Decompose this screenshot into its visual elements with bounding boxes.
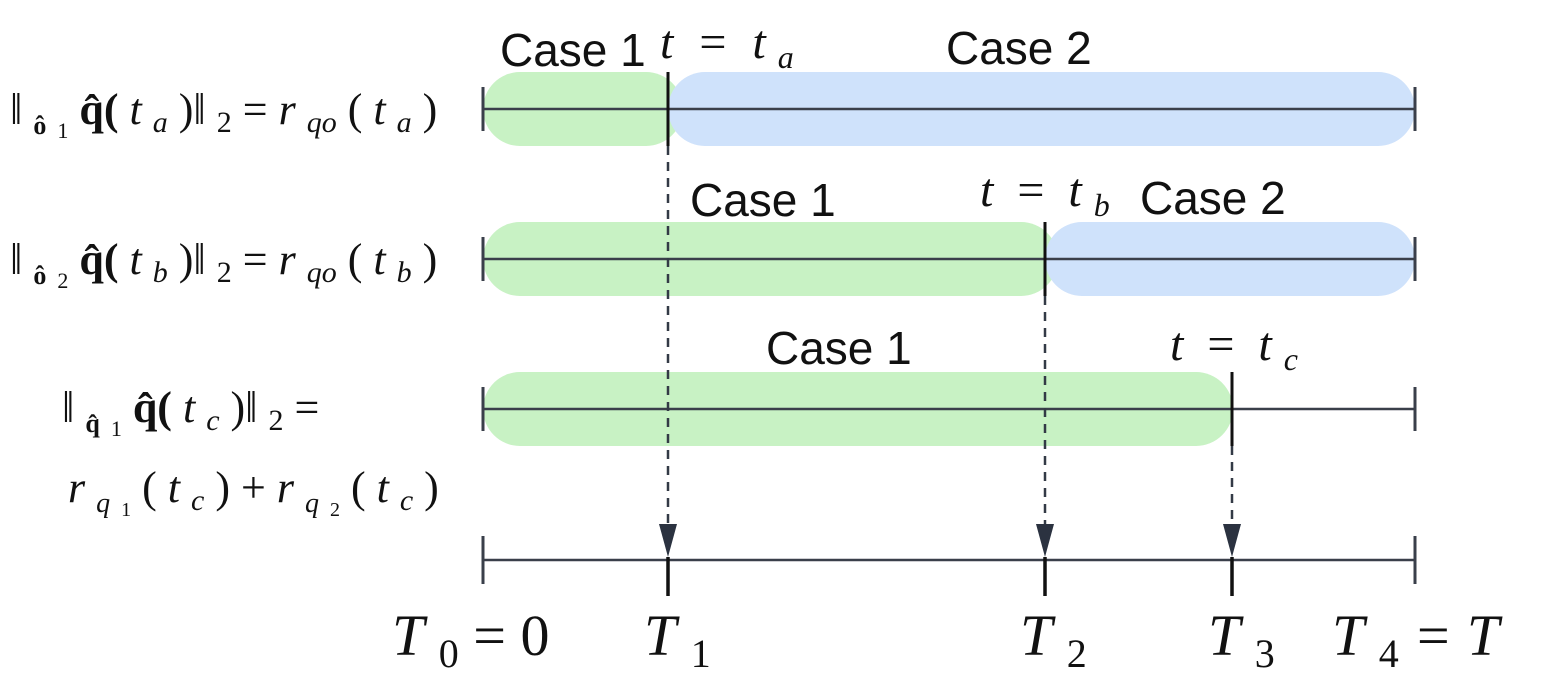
row-1: Case 1 Case 2 t = t a ‖ ô 1 q̂( t a )‖ 2… [10, 16, 1417, 148]
row-2-case1-label: Case 1 [690, 174, 836, 226]
axis-label-T0: T 0 = 0 [392, 603, 549, 680]
axis-label-T1: T 1 [644, 603, 711, 676]
row-2-equation: ‖ ô 2 q̂( t b )‖ 2 = r qo ( t b ) [10, 235, 437, 298]
projection-arrows [659, 146, 1241, 557]
row-3-equation-line1: ‖ q̂ 1 q̂( t c )‖ 2 = [62, 383, 319, 446]
row-2: Case 1 Case 2 t = t b ‖ ô 2 q̂( t b )‖ 2… [10, 164, 1417, 298]
row-1-time-label: t = t a [660, 16, 794, 75]
axis-label-T2: T 2 [1020, 603, 1087, 676]
row-3: Case 1 t = t c ‖ q̂ 1 q̂( t c )‖ 2 = r q… [62, 318, 1417, 526]
row-1-case2-label: Case 2 [946, 22, 1092, 74]
arrowhead-3 [1223, 524, 1241, 557]
axis-label-T3: T 3 [1208, 603, 1275, 676]
arrowhead-2 [1036, 524, 1054, 557]
row-1-equation: ‖ ô 1 q̂( t a )‖ 2 = r qo ( t a ) [10, 85, 437, 148]
time-axis: T 0 = 0 T 1 T 2 T 3 T 4 = T [392, 536, 1503, 680]
row-3-case1-label: Case 1 [766, 322, 912, 374]
row-2-case2-label: Case 2 [1140, 172, 1286, 224]
row-3-time-label: t = t c [1170, 318, 1298, 377]
row-2-time-label: t = t b [980, 164, 1110, 223]
axis-label-T4: T 4 = T [1332, 603, 1503, 680]
row-3-equation-line2: r q 1 ( t c ) + r q 2 ( t c ) [68, 463, 439, 526]
row-1-case1-label: Case 1 [500, 24, 646, 76]
arrowhead-1 [659, 524, 677, 557]
